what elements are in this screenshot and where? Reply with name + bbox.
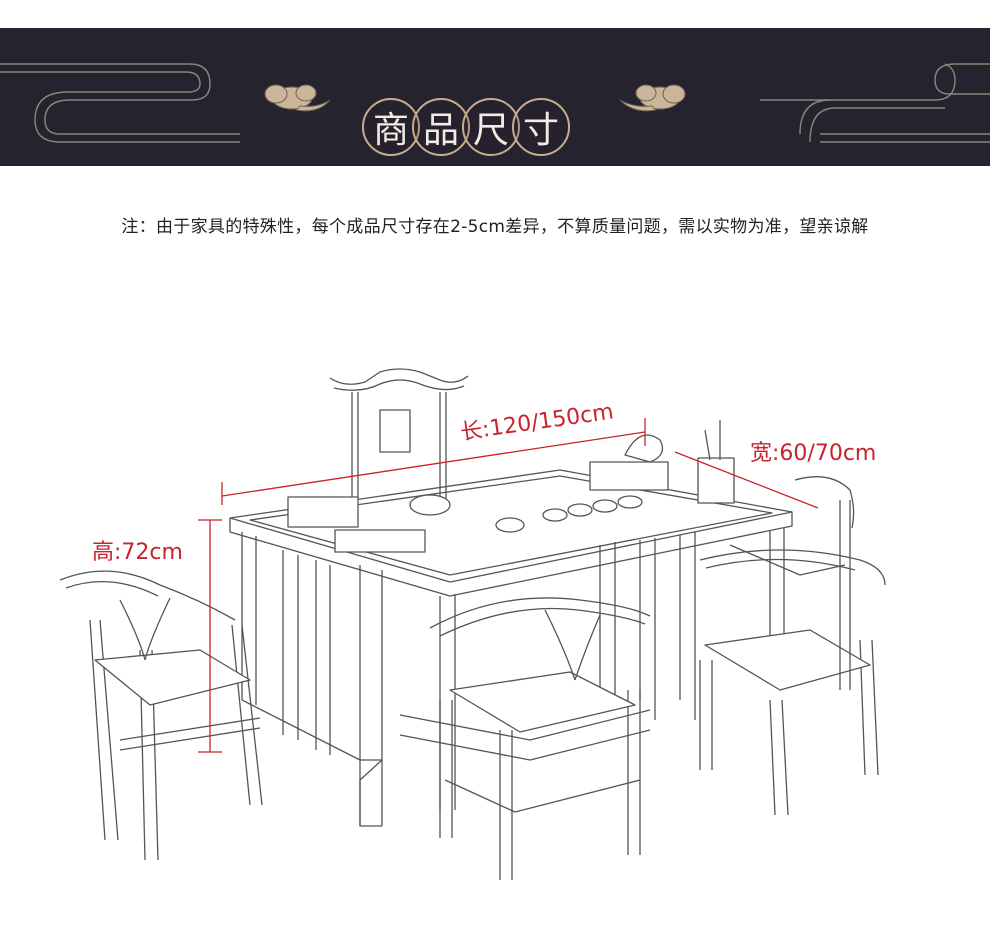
title-char: 商 — [362, 98, 420, 156]
title-banner: 商 品 尺 寸 — [0, 28, 990, 166]
title-char: 寸 — [512, 98, 570, 156]
dimension-lines — [198, 418, 819, 753]
title-char: 品 — [412, 98, 470, 156]
cloud-icon-right — [619, 84, 686, 112]
section-title: 商 品 尺 寸 — [362, 66, 570, 188]
width-dimension-label: 宽:60/70cm — [750, 441, 877, 466]
size-disclaimer-note: 注：由于家具的特殊性，每个成品尺寸存在2-5cm差异，不算质量问题，需以实物为准… — [121, 217, 869, 237]
banner-decoration — [0, 63, 990, 143]
cloud-icon-left — [264, 84, 331, 112]
tea-table-set-sketch — [59, 368, 886, 880]
height-dimension-label: 高:72cm — [92, 540, 183, 565]
